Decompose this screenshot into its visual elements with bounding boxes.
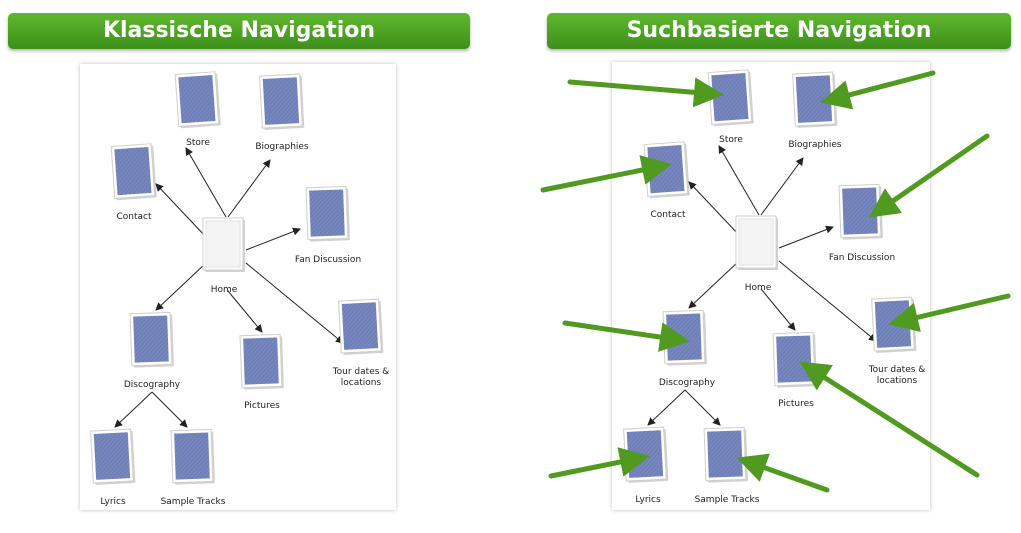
page-icon-lyrics (623, 426, 669, 483)
sitemap-link-arrow (688, 260, 740, 309)
label-lyrics: Lyrics (100, 497, 126, 507)
sitemap-link-arrow (245, 227, 301, 251)
label-contact: Contact (116, 212, 152, 222)
sitemap-link-arrow (718, 145, 760, 216)
label-discography: Discography (123, 380, 181, 390)
sitemap-link-arrow (245, 262, 344, 344)
sitemap-link-arrow (684, 389, 721, 426)
page-icon-lyrics (90, 428, 136, 485)
search-entry-arrow (736, 453, 830, 493)
search-entry-arrow (868, 133, 990, 218)
sitemap-link-arrow (185, 147, 227, 218)
label-lyrics: Lyrics (635, 495, 661, 505)
label-discography: Discography (658, 378, 716, 388)
page-icon-disco (129, 311, 174, 368)
label-tour-dates: Tour dates &locations (332, 367, 390, 388)
label-store: Store (719, 135, 743, 145)
sitemap-link-arrow (155, 262, 207, 311)
page-icon-bio (259, 73, 305, 130)
page-icon-store (174, 71, 221, 129)
sitemap-link-arrow (778, 260, 877, 342)
sitemap-link-arrow (155, 183, 207, 238)
page-icon-sample (703, 426, 748, 483)
page-icon-store (707, 69, 754, 127)
search-entry-arrow (540, 155, 672, 193)
label-contact: Contact (650, 210, 686, 220)
page-icon-tour (338, 298, 384, 355)
sitemap-link-arrow (688, 181, 740, 236)
search-entry-arrow (562, 320, 690, 352)
label-sample-tracks: Sample Tracks (694, 495, 760, 505)
label-biographies: Biographies (788, 140, 842, 150)
search-entry-arrow (548, 447, 650, 479)
page-icon-contact (110, 143, 157, 201)
label-sample-tracks: Sample Tracks (160, 497, 226, 507)
sitemap-link-arrow (760, 157, 804, 216)
page-icon-tour (871, 296, 917, 353)
page-icon-home (202, 217, 245, 272)
label-fan-discussion: Fan Discussion (828, 253, 896, 263)
sitemap-link-arrow (151, 391, 188, 428)
page-icon-pictures (772, 331, 817, 388)
sitemap-link-arrow (227, 159, 271, 218)
page-icon-fan (305, 185, 350, 242)
sitemap-link-arrow (760, 288, 796, 331)
page-icon-pictures (239, 333, 284, 390)
search-entry-arrow (888, 293, 1011, 332)
label-biographies: Biographies (255, 142, 309, 152)
sitemap-link-arrow (778, 225, 834, 249)
label-home: Home (210, 285, 238, 295)
sitemap-link-arrow (647, 389, 686, 426)
title-classic-navigation: Klassische Navigation (8, 13, 470, 49)
page-icon-sample (170, 428, 215, 485)
panel-classic-sitemap (80, 64, 396, 510)
label-pictures: Pictures (244, 401, 280, 411)
label-tour-dates: Tour dates &locations (868, 365, 926, 386)
search-entry-arrow (567, 77, 724, 108)
sitemap-link-arrow (114, 391, 153, 428)
label-home: Home (744, 283, 772, 293)
label-store: Store (186, 138, 210, 148)
label-fan-discussion: Fan Discussion (294, 255, 362, 265)
page-icon-home (735, 215, 778, 270)
panel-search-sitemap (612, 62, 930, 510)
search-entry-arrow (820, 70, 936, 110)
label-pictures: Pictures (778, 399, 814, 409)
sitemap-link-arrow (227, 290, 263, 333)
search-entry-arrow (799, 361, 980, 478)
title-search-navigation: Suchbasierte Navigation (547, 13, 1011, 49)
